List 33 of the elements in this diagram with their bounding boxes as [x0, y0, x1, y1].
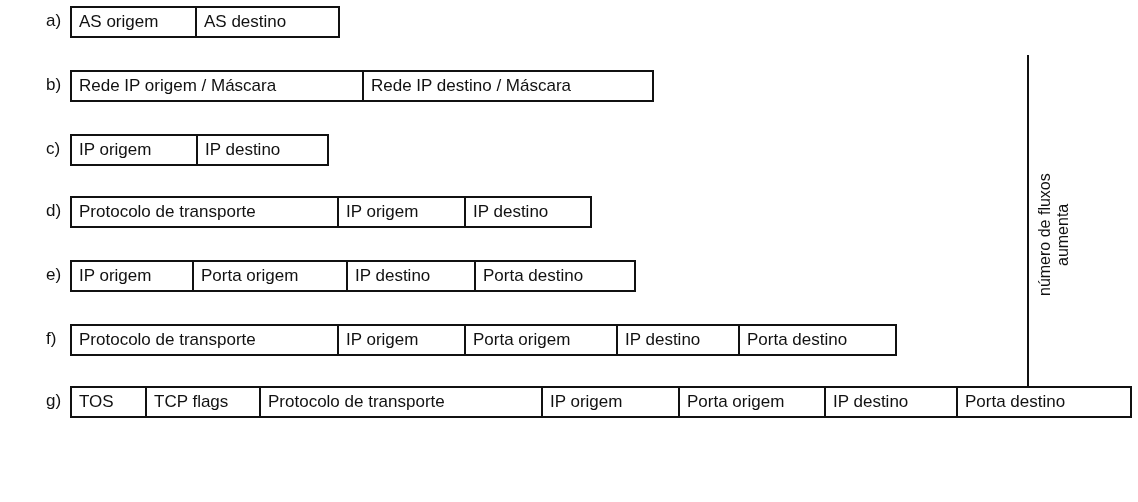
field-box: IP destino [196, 134, 329, 166]
field-box: IP origem [337, 196, 466, 228]
row-letter: a) [46, 11, 62, 31]
field-box: IP origem [337, 324, 466, 356]
row-letter: f) [46, 329, 57, 349]
field-box: IP destino [824, 386, 958, 418]
field-box: AS destino [195, 6, 340, 38]
field-box: IP origem [70, 134, 198, 166]
field-box: Protocolo de transporte [70, 196, 339, 228]
field-box: Porta origem [464, 324, 618, 356]
field-box: IP destino [464, 196, 592, 228]
field-box: Porta destino [956, 386, 1132, 418]
field-box: TCP flags [145, 386, 261, 418]
field-box: Rede IP destino / Máscara [362, 70, 654, 102]
field-box: IP origem [70, 260, 194, 292]
field-box: Porta destino [738, 324, 897, 356]
row-letter: c) [46, 139, 61, 159]
row-letter: d) [46, 201, 62, 221]
field-box: IP destino [616, 324, 740, 356]
field-box: Protocolo de transporte [259, 386, 543, 418]
field-box: Protocolo de transporte [70, 324, 339, 356]
field-box: IP destino [346, 260, 476, 292]
field-box: IP origem [541, 386, 680, 418]
row-letter: b) [46, 75, 62, 95]
field-box: Porta destino [474, 260, 636, 292]
axis-caption: número de fluxos aumenta [1036, 172, 1072, 299]
row-letter: g) [46, 391, 62, 411]
field-box: Porta origem [192, 260, 348, 292]
field-box: AS origem [70, 6, 197, 38]
field-box: TOS [70, 386, 147, 418]
row-letter: e) [46, 265, 62, 285]
field-box: Rede IP origem / Máscara [70, 70, 364, 102]
field-box: Porta origem [678, 386, 826, 418]
